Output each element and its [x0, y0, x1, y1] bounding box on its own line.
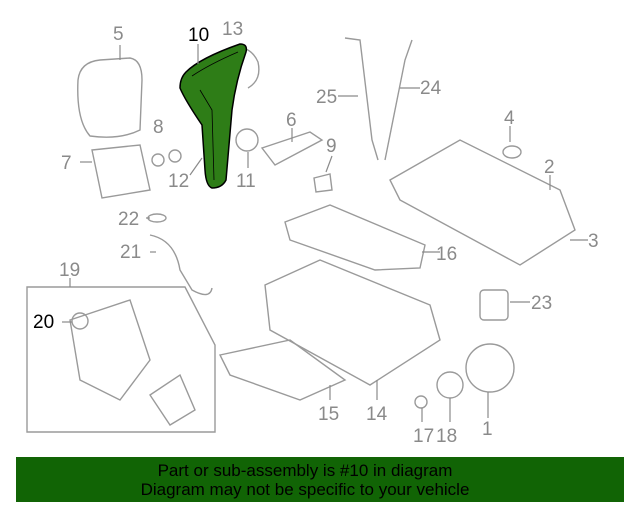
callout-10[interactable]: 10: [188, 25, 209, 46]
seal-20: [71, 312, 89, 330]
gasket-16: [284, 204, 426, 271]
valve-cover-front: [77, 57, 143, 138]
notice-banner: Part or sub-assembly is #10 in diagram D…: [16, 457, 624, 502]
callout-20[interactable]: 20: [33, 312, 54, 333]
dipstick-tube-25: [344, 37, 379, 161]
callout-3[interactable]: 3: [588, 231, 599, 252]
valve-cover-2: [389, 139, 576, 266]
engine-block-14: [264, 259, 441, 386]
callout-19[interactable]: 19: [59, 260, 80, 281]
oil-filter-23: [479, 289, 509, 321]
dipstick-24: [384, 39, 413, 161]
seal-18: [436, 371, 464, 399]
callout-25[interactable]: 25: [316, 87, 337, 108]
plug-17: [414, 395, 428, 409]
callout-2[interactable]: 2: [544, 157, 555, 178]
callout-7[interactable]: 7: [61, 153, 72, 174]
leader-lines: [62, 44, 588, 422]
callout-13[interactable]: 13: [222, 19, 243, 40]
callout-6[interactable]: 6: [286, 110, 297, 131]
callout-17[interactable]: 17: [413, 426, 434, 447]
callout-15[interactable]: 15: [318, 404, 339, 425]
pump-plate: [149, 373, 196, 426]
callout-22[interactable]: 22: [118, 209, 139, 230]
callout-16[interactable]: 16: [436, 244, 457, 265]
callout-14[interactable]: 14: [366, 404, 388, 425]
callout-5[interactable]: 5: [113, 24, 124, 45]
oil-pan-15: [218, 339, 347, 401]
oil-pickup-21: [149, 234, 213, 296]
banner-line-2: Diagram may not be specific to your vehi…: [140, 480, 470, 499]
callout-4[interactable]: 4: [504, 108, 515, 129]
callout-11[interactable]: 11: [236, 171, 256, 192]
tensioner-11: [235, 128, 259, 152]
oring-22: [147, 213, 167, 223]
callout-9[interactable]: 9: [326, 136, 337, 157]
oil-pump-19: [69, 299, 151, 401]
callout-1[interactable]: 1: [482, 419, 493, 440]
callout-23[interactable]: 23: [531, 293, 552, 314]
inset-box-19: [26, 286, 216, 433]
callout-8[interactable]: 8: [153, 117, 164, 138]
callout-12[interactable]: 12: [168, 171, 189, 192]
sensor-9: [313, 173, 333, 193]
seal-8: [151, 153, 165, 167]
callout-24[interactable]: 24: [420, 78, 442, 99]
timing-belt-cover-10[interactable]: [179, 43, 248, 189]
callout-18[interactable]: 18: [436, 426, 457, 447]
oil-pump-housing-7: [91, 144, 151, 199]
pulley-1: [465, 343, 515, 393]
oil-cap-4: [502, 145, 522, 159]
banner-line-1: Part or sub-assembly is #10 in diagram: [157, 461, 453, 480]
bracket-6: [260, 131, 324, 166]
cover-detail: [191, 51, 239, 181]
seal-8b: [168, 149, 182, 163]
callout-21[interactable]: 21: [120, 242, 141, 263]
